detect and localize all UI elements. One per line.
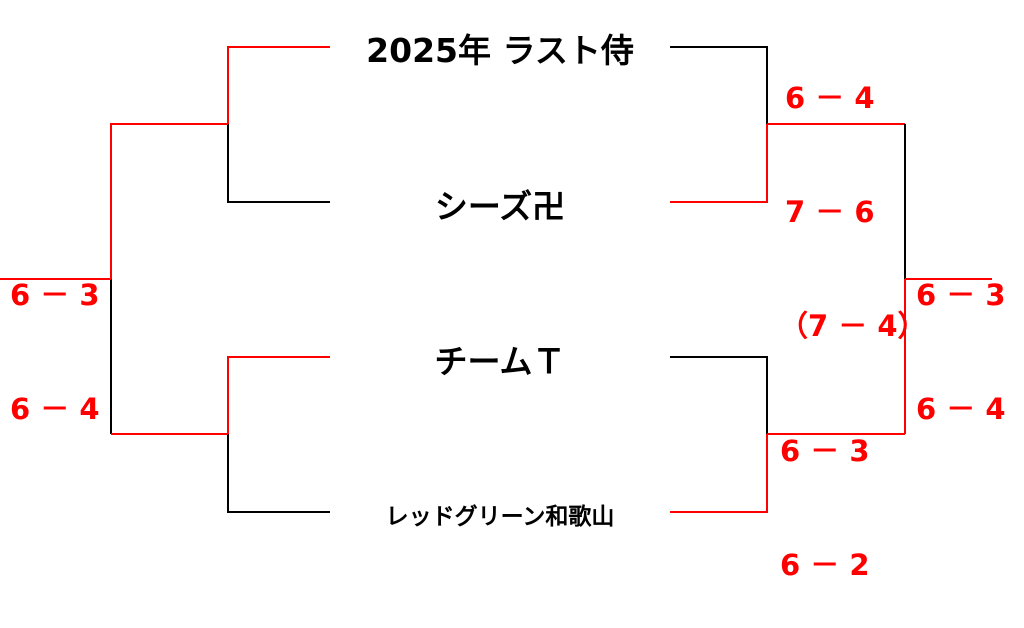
set-score: 6 － 4: [916, 392, 1006, 426]
bracket-line: [227, 124, 330, 203]
bracket-line: [670, 356, 768, 434]
score-right-final: 6 － 3 6 － 4: [916, 200, 1006, 466]
bracket-line: [227, 356, 330, 434]
score-left-final: 6 － 3 6 － 4: [10, 200, 100, 466]
set-score: 6 － 4: [10, 392, 100, 426]
set-score: 6 － 3: [916, 278, 1006, 312]
team-name: 2025年 ラスト侍: [366, 31, 634, 70]
bracket-line: [227, 434, 330, 513]
set-score: 6 － 4: [785, 81, 875, 115]
set-score: 7 － 6: [785, 195, 875, 229]
set-score: 6 － 2: [780, 548, 870, 582]
team-name: レッドグリーン和歌山: [385, 504, 615, 530]
score-right-semi-top: 6 － 4 7 － 6 （7 － 4）: [779, 3, 927, 383]
bracket-line: [670, 434, 768, 513]
team-name: チームＴ: [434, 342, 566, 381]
bracket-line: [110, 123, 228, 279]
set-score: 6 － 3: [10, 278, 100, 312]
bracket-line: [670, 46, 768, 124]
tiebreak-score: （7 － 4）: [779, 309, 927, 343]
team-name: シーズ卍: [434, 187, 566, 226]
set-score: 6 － 3: [780, 434, 870, 468]
bracket-line: [670, 124, 768, 203]
score-right-semi-bottom: 6 － 3 6 － 2: [780, 356, 870, 622]
bracket-line: [227, 46, 330, 124]
